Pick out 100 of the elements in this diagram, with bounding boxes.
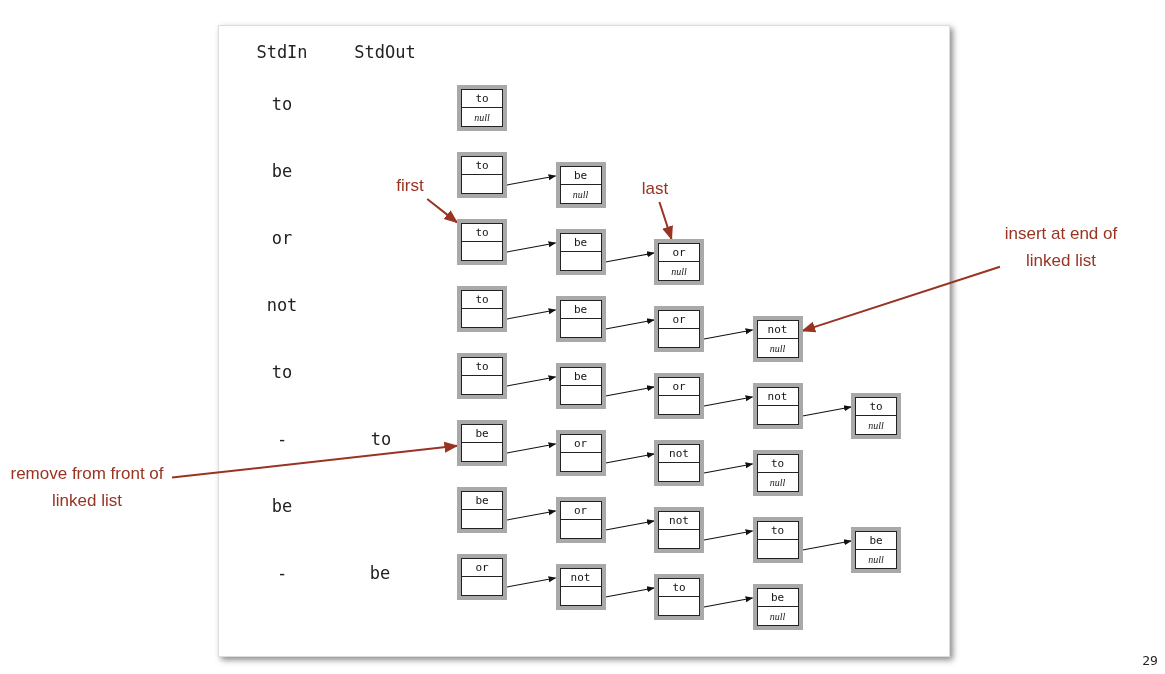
annotation-text: first (385, 172, 435, 199)
item-text: not (669, 447, 689, 460)
item-text: be (869, 534, 883, 547)
list-node (555, 497, 606, 543)
input-value: - (276, 429, 288, 449)
input-value: - (276, 563, 288, 583)
item-text: or (573, 437, 588, 450)
list-node (457, 152, 507, 198)
link-arrow (703, 395, 754, 407)
list-node (457, 219, 507, 265)
link-arrow (506, 174, 557, 186)
link-arrow (604, 318, 655, 330)
input-value: to (271, 362, 293, 382)
null-text: null (572, 188, 589, 200)
annotation-text: remove from front of linked list (2, 460, 172, 514)
input-value: not (266, 295, 298, 315)
item-text: or (475, 561, 489, 574)
input-value: or (271, 228, 293, 248)
link-arrow (506, 375, 557, 387)
link-arrow (506, 509, 557, 521)
item-text: not (767, 323, 788, 336)
list-node (654, 306, 704, 352)
column-header: StdOut (354, 42, 416, 62)
pointer-arrow (801, 265, 1001, 333)
list-node (555, 363, 606, 409)
link-arrow (506, 442, 557, 454)
list-node (555, 162, 606, 208)
item-text: or (672, 313, 686, 326)
null-text: null (474, 111, 490, 123)
list-node (654, 507, 704, 553)
link-arrow (703, 328, 754, 340)
item-text: not (767, 390, 788, 403)
link-arrow (506, 241, 557, 253)
list-node (752, 450, 803, 496)
link-arrow (604, 385, 655, 397)
link-arrow (801, 539, 852, 551)
link-arrow (703, 596, 754, 608)
input-value: be (271, 496, 293, 516)
item-text: to (672, 581, 686, 594)
item-text: to (475, 293, 489, 306)
list-node (654, 373, 704, 419)
link-arrow (604, 251, 655, 263)
annotation-text: last (630, 175, 680, 202)
list-node (851, 393, 901, 439)
list-node (555, 564, 606, 610)
list-node (457, 487, 507, 533)
item-text: to (475, 226, 489, 239)
null-text: null (868, 553, 884, 565)
output-value: be (369, 563, 391, 583)
input-value: to (271, 94, 293, 114)
item-text: or (672, 380, 686, 393)
list-node (555, 430, 606, 476)
list-node (752, 383, 803, 429)
item-text: be (573, 236, 588, 249)
null-text: null (769, 476, 786, 488)
item-text: be (475, 494, 489, 507)
output-value: to (370, 429, 392, 449)
item-text: to (475, 159, 489, 172)
list-node (457, 286, 507, 332)
annotation-text: insert at end of linked list (1000, 220, 1122, 274)
null-text: null (868, 419, 884, 431)
list-node (752, 517, 803, 563)
item-text: or (672, 246, 686, 259)
list-node (555, 229, 606, 275)
input-value: be (271, 161, 293, 181)
list-node (654, 574, 704, 620)
link-arrow (703, 529, 754, 541)
item-text: be (573, 370, 588, 383)
null-text: null (769, 610, 786, 622)
link-arrow (703, 462, 754, 474)
null-text: null (671, 265, 687, 277)
link-arrow (506, 576, 557, 588)
link-arrow (801, 405, 852, 417)
link-arrow (604, 452, 655, 464)
item-text: to (770, 524, 785, 537)
pointer-arrow (171, 441, 459, 479)
column-header: StdIn (256, 42, 308, 62)
pointer-arrow (426, 198, 459, 224)
item-text: to (475, 360, 489, 373)
item-text: to (770, 457, 785, 470)
list-node (654, 239, 704, 285)
item-text: be (573, 303, 588, 316)
list-node (851, 527, 901, 573)
list-node (654, 440, 704, 486)
item-text: to (869, 400, 883, 413)
list-node (457, 554, 507, 600)
list-node (457, 85, 507, 131)
item-text: be (770, 591, 785, 604)
null-text: null (769, 342, 786, 354)
page-number: 29 (1142, 652, 1158, 668)
link-arrow (604, 586, 655, 598)
item-text: to (475, 92, 489, 105)
list-node (752, 584, 803, 630)
item-text: be (573, 169, 588, 182)
item-text: be (475, 427, 489, 440)
list-node (457, 353, 507, 399)
link-arrow (506, 308, 557, 320)
item-text: not (669, 514, 689, 527)
item-text: not (570, 571, 591, 584)
link-arrow (604, 519, 655, 531)
